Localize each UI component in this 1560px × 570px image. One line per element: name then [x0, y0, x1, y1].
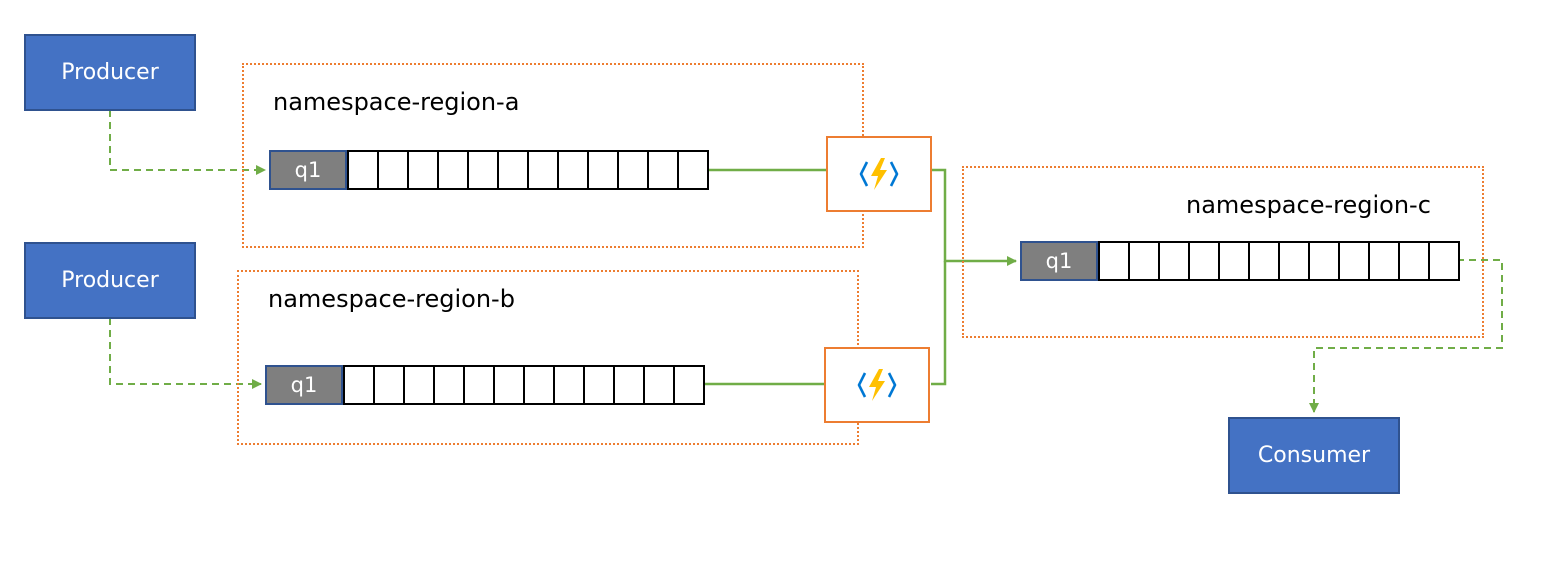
- queue-slot: [1188, 243, 1218, 279]
- producer-box-b: Producer: [24, 242, 196, 319]
- producer-box-a: Producer: [24, 34, 196, 111]
- queue-slot: [467, 152, 497, 188]
- azure-function-icon: [859, 158, 899, 190]
- queue-slot: [433, 367, 463, 403]
- queue-slot: [463, 367, 493, 403]
- consumer-box: Consumer: [1228, 417, 1400, 494]
- queue-slot: [1338, 243, 1368, 279]
- queue-slot: [1158, 243, 1188, 279]
- queue-slot: [403, 367, 433, 403]
- namespace-region-b-label: namespace-region-b: [268, 285, 515, 313]
- namespace-region-c-box: [962, 166, 1484, 338]
- producer-a-to-queue-a-connector: [109, 110, 266, 175]
- queue-slot: [437, 152, 467, 188]
- namespace-region-c-label: namespace-region-c: [1186, 191, 1431, 219]
- queue-name: q1: [269, 150, 347, 190]
- function-b-to-queue-c-connector: [931, 261, 947, 386]
- azure-function-icon: [857, 369, 897, 401]
- queue-slot: [1278, 243, 1308, 279]
- queue-slot: [617, 152, 647, 188]
- queue-slot: [553, 367, 583, 403]
- queue-name: q1: [1020, 241, 1098, 281]
- queue-slot: [647, 152, 677, 188]
- queue-slot: [673, 367, 703, 403]
- queue-slot: [1398, 243, 1428, 279]
- queue-slot: [523, 367, 553, 403]
- queue-slot: [583, 367, 613, 403]
- queue-slot: [1218, 243, 1248, 279]
- queue-slot: [1248, 243, 1278, 279]
- queue-name: q1: [265, 365, 343, 405]
- queue-region-c: q1: [1020, 241, 1460, 281]
- queue-slot: [497, 152, 527, 188]
- queue-region-a: q1: [269, 150, 709, 190]
- queue-c-to-consumer-connector: [1309, 259, 1503, 413]
- function-a-to-queue-c-connector: [931, 168, 1017, 266]
- queue-slot: [493, 367, 523, 403]
- queue-slot: [407, 152, 437, 188]
- queue-slot: [1098, 243, 1128, 279]
- queue-slot: [677, 152, 707, 188]
- producer-b-to-queue-b-connector: [109, 318, 262, 389]
- queue-slot: [377, 152, 407, 188]
- queue-slot: [1308, 243, 1338, 279]
- queue-slot: [347, 152, 377, 188]
- azure-function-b: [824, 347, 930, 423]
- producer-label: Producer: [61, 268, 159, 293]
- queue-region-b: q1: [265, 365, 705, 405]
- queue-slot: [643, 367, 673, 403]
- queue-slot: [587, 152, 617, 188]
- queue-slot: [1428, 243, 1458, 279]
- producer-label: Producer: [61, 60, 159, 85]
- queue-slot: [527, 152, 557, 188]
- namespace-region-a-label: namespace-region-a: [273, 88, 520, 116]
- azure-function-a: [826, 136, 932, 212]
- queue-slot: [343, 367, 373, 403]
- queue-slot: [1128, 243, 1158, 279]
- queue-slot: [613, 367, 643, 403]
- queue-slot: [1368, 243, 1398, 279]
- queue-slot: [373, 367, 403, 403]
- queue-slot: [557, 152, 587, 188]
- consumer-label: Consumer: [1257, 443, 1371, 468]
